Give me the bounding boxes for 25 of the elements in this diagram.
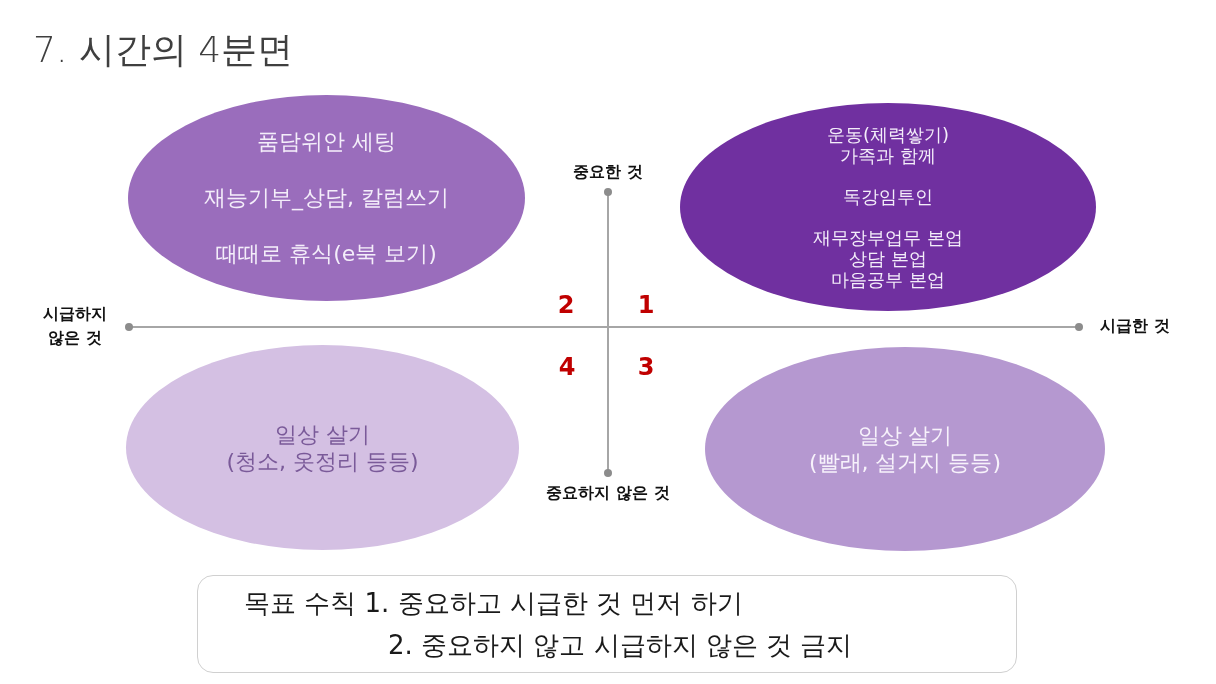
task-text: 마음공부 본업 bbox=[831, 269, 945, 290]
quadrant-number: 4 bbox=[557, 353, 577, 381]
task-text: (빨래, 설거지 등등) bbox=[808, 449, 1002, 476]
axis-label: 시급한 것 bbox=[1099, 315, 1171, 337]
task-text: 품담위안 세팅 bbox=[257, 129, 396, 155]
rules-panel bbox=[197, 575, 1017, 673]
axis-label: 중요하지 않은 것 bbox=[545, 482, 671, 504]
task-text: 재능기부_상담, 칼럼쓰기 bbox=[204, 185, 449, 211]
axis-label: 시급하지 않은 것 bbox=[42, 303, 108, 349]
task-text: 독강임투인 bbox=[843, 186, 933, 207]
task-text: 때때로 휴식(e북 보기) bbox=[216, 241, 437, 267]
task-text: 일상 살기 bbox=[275, 420, 370, 448]
task-text: 재무장부업무 본업 bbox=[813, 227, 963, 248]
task-text: 운동(체력쌓기) bbox=[826, 124, 949, 145]
quadrant-number: 2 bbox=[556, 291, 576, 319]
task-text: 일상 살기 bbox=[857, 422, 953, 449]
rule-text: 2. 중요하지 않고 시급하지 않은 것 금지 bbox=[388, 629, 853, 662]
task-text: (청소, 옷정리 등등) bbox=[226, 447, 419, 475]
rule-text: 목표 수칙 1. 중요하고 시급한 것 먼저 하기 bbox=[244, 587, 743, 620]
task-text: 가족과 함께 bbox=[840, 145, 936, 166]
axis-label: 중요한 것 bbox=[572, 161, 644, 183]
quadrant-number: 3 bbox=[636, 353, 656, 381]
title: 7. 시간의 4분면 bbox=[33, 28, 294, 72]
quadrant-number: 1 bbox=[636, 291, 656, 319]
task-text: 상담 본업 bbox=[849, 248, 927, 269]
